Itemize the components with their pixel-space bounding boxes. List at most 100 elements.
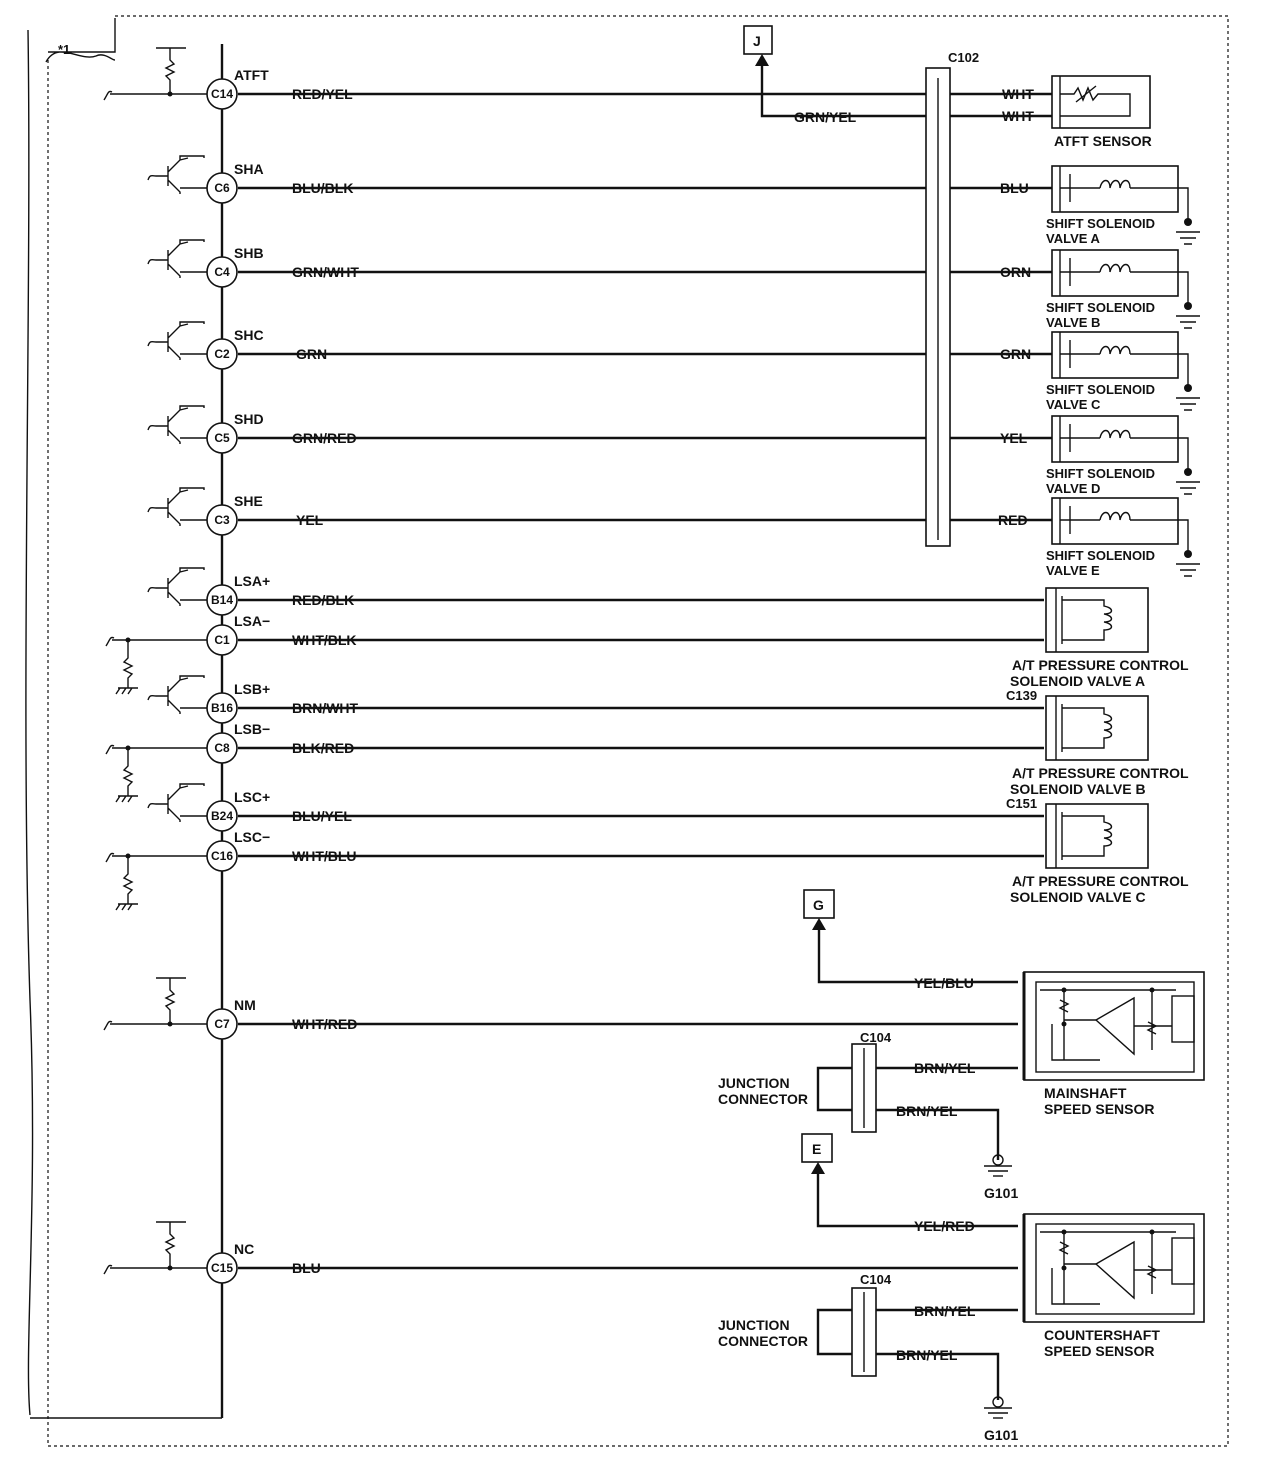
pin-label: C4 [214,265,230,279]
label-c151: C151 [1006,796,1037,811]
wire-color-right: BLU [1000,180,1029,196]
ref-e: E [812,1141,821,1157]
signal-label: LSC+ [234,789,270,805]
pin-circle-5 [206,504,238,536]
signal-label: NM [234,997,256,1013]
ground-g101-b: G101 [984,1427,1018,1443]
ecm-input-tick-12 [103,1020,113,1031]
ref-box-j [743,25,773,55]
pin-circle-3 [206,338,238,370]
npn-driver-4 [147,405,205,444]
signal-label: NC [234,1241,254,1257]
arrow-g [812,918,826,930]
solenoid-label-2: VALVE D [1046,481,1100,496]
pin-circle-8 [206,692,238,724]
pc-label-1: A/T PRESSURE CONTROL [1012,873,1189,889]
pin-circle-6 [206,584,238,616]
pin-label: C15 [211,1261,233,1275]
ecm-input-tick-11 [105,852,115,863]
pin-label: C8 [214,741,230,755]
label-c139: C139 [1006,688,1037,703]
pin-label: B24 [211,809,233,823]
wire-label-jc2-b: BRN/YEL [896,1347,958,1363]
wire-label-jc1-a: BRN/YEL [914,1060,976,1076]
ecm-left-edge [25,29,34,1416]
jc2-loop [816,1308,852,1356]
css-label-1: COUNTERSHAFT [1044,1327,1160,1343]
signal-label: LSB+ [234,681,270,697]
label-c104-b: C104 [860,1272,892,1287]
wire-color-left: GRN [296,346,327,362]
npn-driver-5 [147,487,205,526]
mss-label-1: MAINSHAFT [1044,1085,1127,1101]
ground-dot-11 [125,853,131,859]
signal-label: ATFT [234,67,269,83]
pullup-resistor-12 [156,977,186,1024]
ecm-input-tick-0 [103,90,113,101]
ground-icon-2 [984,1396,1012,1419]
jc2-label-1: JUNCTION [718,1317,790,1333]
wire-color-left: WHT/BLU [292,848,357,864]
pin-circle-2 [206,256,238,288]
page-marker: *1 [58,42,70,57]
ground-resistor-7 [112,639,210,695]
pin-label: C1 [214,633,230,647]
signal-label: LSA− [234,613,270,629]
wire-color-left: BLU/YEL [292,808,352,824]
npn-driver-8 [147,675,205,714]
pin-label: C5 [214,431,230,445]
wire-jc1-b [876,1108,1000,1160]
ecm-input-tick-13 [103,1264,113,1275]
signal-label: SHC [234,327,264,343]
pin-circle-7 [206,624,238,656]
pc-label-1: A/T PRESSURE CONTROL [1012,765,1189,781]
mainshaft-speed-sensor [1022,971,1205,1081]
ref-box-e [801,1133,833,1163]
wire-color-left: BRN/WHT [292,700,359,716]
jc1-label-2: CONNECTOR [718,1091,808,1107]
ground-dot-7 [125,637,131,643]
ecm-input-tick-9 [105,744,115,755]
wire-label-to-g: YEL/BLU [914,975,974,991]
npn-driver-1 [147,155,205,194]
wire-color-left: BLU/BLK [292,180,353,196]
wire-label-to-j: GRN/YEL [794,109,857,125]
junction-dot-13 [167,1265,173,1271]
pc-label-2: SOLENOID VALVE C [1010,889,1146,905]
arrow-j [755,54,769,66]
signal-label: LSB− [234,721,270,737]
wire-to-j [760,62,926,118]
pin-label: C16 [211,849,233,863]
countershaft-speed-sensor [1022,1213,1205,1323]
arrow-e [811,1162,825,1174]
wire-color-right: YEL [1000,430,1028,446]
wire-color-right: RED [998,512,1028,528]
pullup-resistor-13 [156,1221,186,1268]
wire-to-g [817,928,1018,984]
npn-driver-3 [147,321,205,360]
css-label-2: SPEED SENSOR [1044,1343,1154,1359]
solenoid-label-2: VALVE E [1046,563,1100,578]
mss-label-2: SPEED SENSOR [1044,1101,1154,1117]
pc-label-2: SOLENOID VALVE B [1010,781,1146,797]
wire-color-left: RED/BLK [292,592,354,608]
signal-label: LSA+ [234,573,270,589]
thermistor-icon [1060,86,1131,117]
ground-dot-9 [125,745,131,751]
solenoid-label-1: SHIFT SOLENOID [1046,548,1155,563]
